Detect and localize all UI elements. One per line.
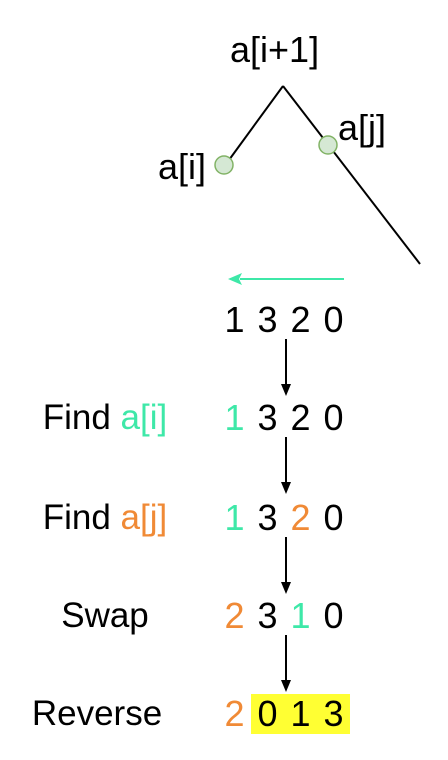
step-arrows xyxy=(281,339,291,692)
digit: 1 xyxy=(290,595,311,636)
step-label-part: Find xyxy=(42,498,121,537)
digit: 3 xyxy=(257,497,278,538)
digit: 0 xyxy=(323,595,344,636)
highlighted-digit: 0 xyxy=(251,694,284,734)
digit: 3 xyxy=(257,299,278,340)
digit: 1 xyxy=(224,497,245,538)
digit: 2 xyxy=(224,595,245,636)
step-label: Swap xyxy=(20,596,190,636)
tree-node-ai xyxy=(214,155,234,175)
tree-right-label: a[j] xyxy=(338,107,387,148)
digit: 2 xyxy=(290,397,311,438)
digit: 3 xyxy=(257,397,278,438)
digit: 2 xyxy=(224,693,245,734)
step-label-part: a[j] xyxy=(120,498,168,537)
step-arrowhead xyxy=(281,680,291,692)
scan-direction-arrowhead xyxy=(228,273,242,285)
step-label-part: Reverse xyxy=(31,694,163,733)
step-label: Find a[i] xyxy=(20,398,190,438)
tree-left-branch xyxy=(228,85,284,161)
step-label: Reverse xyxy=(12,694,182,734)
digit: 1 xyxy=(224,397,245,438)
digit: 3 xyxy=(257,595,278,636)
tree-top-label: a[i+1] xyxy=(230,29,320,70)
digit: 0 xyxy=(323,397,344,438)
step-label-part: Swap xyxy=(61,596,149,635)
highlighted-digit: 3 xyxy=(317,694,350,734)
tree-node-aj xyxy=(318,135,338,155)
digit: 0 xyxy=(323,497,344,538)
highlighted-digit: 1 xyxy=(284,694,317,734)
step-arrowhead xyxy=(281,482,291,494)
tree-right-branch xyxy=(282,85,421,265)
digit: 1 xyxy=(224,299,245,340)
step-label: Find a[j] xyxy=(20,498,190,538)
digit: 2 xyxy=(290,299,311,340)
step-arrowhead xyxy=(281,384,291,396)
step-label-part: a[i] xyxy=(120,398,168,437)
digit: 2 xyxy=(290,497,311,538)
tree-left-label: a[i] xyxy=(158,146,207,187)
step-label-part: Find xyxy=(42,398,121,437)
digit: 0 xyxy=(323,299,344,340)
step-arrowhead xyxy=(281,582,291,594)
